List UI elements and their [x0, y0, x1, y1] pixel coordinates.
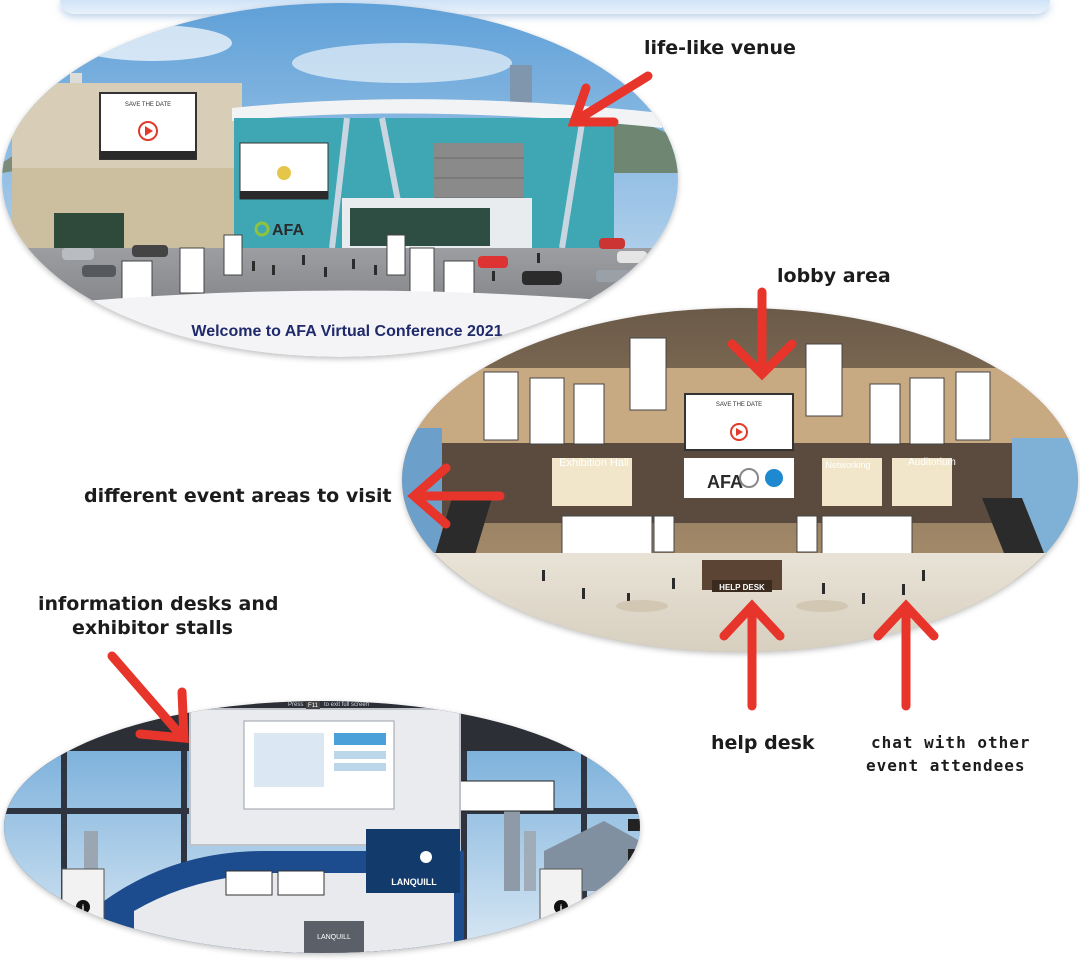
- annotation-info-desks-line1: information desks and: [38, 593, 279, 615]
- annotation-lobby: lobby area: [777, 265, 891, 287]
- lobby-oval: Exhibition Hall Networking Auditorium AF…: [402, 308, 1078, 652]
- top-banner-strip: [60, 0, 1050, 14]
- svg-text:i: i: [82, 903, 85, 913]
- hanging-banners: [483, 337, 991, 445]
- annotation-venue: life-like venue: [644, 37, 796, 59]
- annotation-chat-line1: chat with other: [871, 733, 1031, 752]
- annotation-chat-line2: event attendees: [866, 756, 1026, 775]
- annotation-event-areas: different event areas to visit: [84, 485, 392, 507]
- lobby-center-logo: AFA: [707, 472, 743, 492]
- screen-hint-key: F11: [308, 703, 319, 709]
- annotation-help-desk: help desk: [711, 732, 815, 754]
- welcome-text: Welcome to AFA Virtual Conference 2021: [191, 323, 502, 340]
- venue-logo: AFA: [272, 222, 304, 239]
- annotation-info-desks-line2: exhibitor stalls: [72, 617, 233, 639]
- screen-hint-suffix: to exit full screen: [324, 702, 369, 708]
- exhibition-hall-label: Exhibition Hall: [559, 457, 629, 469]
- auditorium-label: Auditorium: [908, 457, 956, 468]
- networking-label: Networking: [825, 460, 870, 470]
- venue-oval: SAVE THE DATE AFA: [2, 3, 678, 357]
- booth-brand-desk: LANQUILL: [317, 934, 351, 941]
- lobby-banner-title: SAVE THE DATE: [716, 402, 762, 408]
- booth-scene: Press F11 to exit full screen LANQUILL L…: [4, 701, 640, 953]
- venue-scene: SAVE THE DATE AFA: [2, 3, 678, 357]
- help-desk-sign: HELP DESK: [719, 583, 765, 592]
- screen-hint-prefix: Press: [288, 702, 303, 708]
- lobby-scene: Exhibition Hall Networking Auditorium AF…: [402, 308, 1078, 652]
- billboard-title: SAVE THE DATE: [125, 102, 171, 108]
- svg-text:i: i: [560, 903, 563, 913]
- booth-oval: Press F11 to exit full screen LANQUILL L…: [4, 701, 640, 953]
- booth-brand-panel: LANQUILL: [391, 877, 437, 887]
